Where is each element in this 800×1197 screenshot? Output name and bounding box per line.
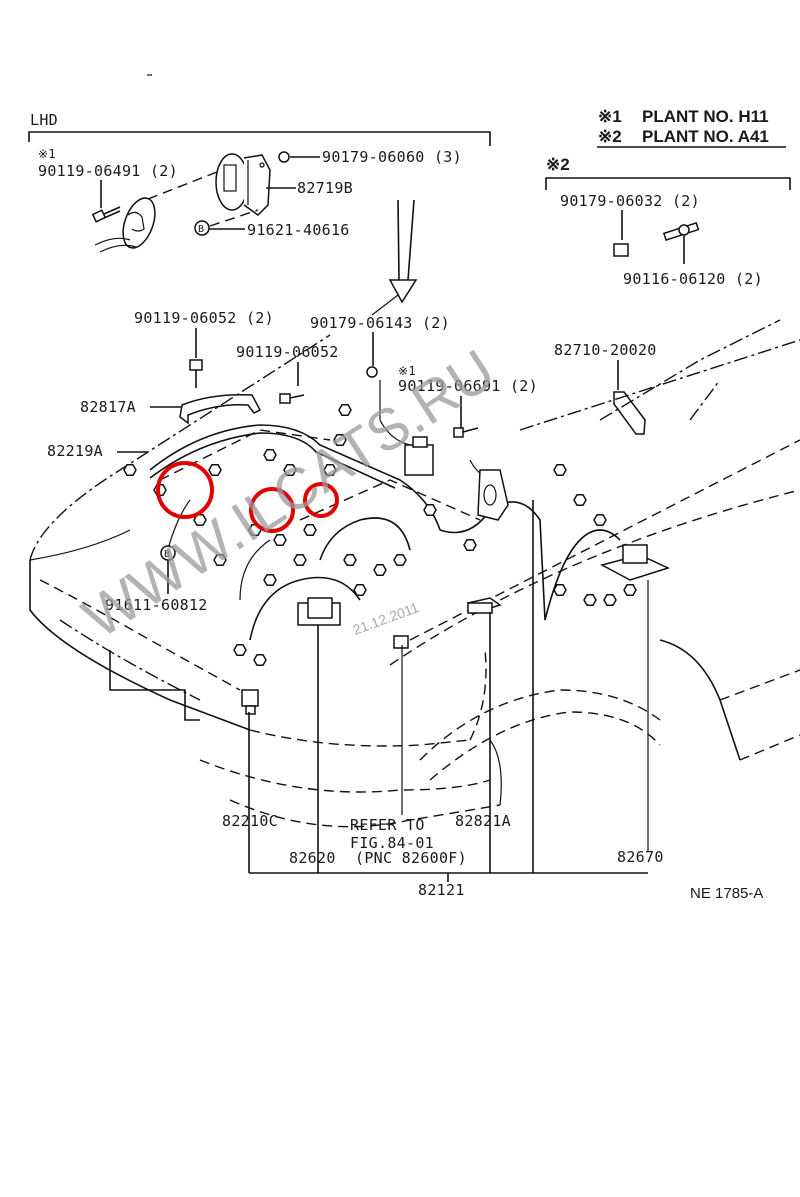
harness-protector-icon xyxy=(179,393,262,425)
bottom-leaders xyxy=(248,500,649,882)
callout-bolt-c-mark: ※1 xyxy=(398,364,416,378)
bolt-icon xyxy=(189,359,203,388)
svg-text:B: B xyxy=(198,224,204,235)
grommet-plate-icon xyxy=(94,197,156,253)
harness-connector-icon xyxy=(273,534,287,546)
down-arrow-icon xyxy=(388,199,418,304)
highlight-circle-2 xyxy=(249,487,295,533)
grommet-icon xyxy=(477,469,509,521)
refer-line-2[interactable]: FIG.84-01 xyxy=(350,834,434,852)
bolt-icon xyxy=(91,206,121,223)
stud-bolt-icon xyxy=(662,221,700,242)
harness-connector-icon xyxy=(553,464,567,476)
harness-connector-icon xyxy=(623,584,637,596)
plant2-title: ※2 xyxy=(546,155,570,174)
callout-conn-c[interactable]: 82210C xyxy=(222,812,278,830)
callout-nut-a[interactable]: 90179-06143 (2) xyxy=(310,314,450,332)
harness-connector-icon xyxy=(233,644,247,656)
nut-icon xyxy=(613,243,629,257)
harness-connector-icon xyxy=(293,554,307,566)
legend-mark-2: ※2 xyxy=(598,127,622,146)
date-stamp: 21.12.2011 xyxy=(351,599,422,638)
harness-connector-icon xyxy=(603,594,617,606)
harness-connector-icon xyxy=(393,554,407,566)
bolt-icon xyxy=(279,393,305,404)
harness-connector-icon xyxy=(123,464,137,476)
clip-icon xyxy=(393,635,409,649)
svg-text:B: B xyxy=(164,549,170,560)
callout-bolt-c[interactable]: 90119-06691 (2) xyxy=(398,377,538,395)
harness-connector-icon xyxy=(193,514,207,526)
refer-pnc: (PNC 82600F) xyxy=(355,849,467,867)
callout-p2-nut[interactable]: 90179-06032 (2) xyxy=(560,192,700,210)
callout-relay-bracket[interactable]: 82710-20020 xyxy=(554,341,657,359)
callout-bolt-b[interactable]: 90119-06052 xyxy=(236,343,339,361)
callout-lhd-bolt[interactable]: 90119-06491 (2) xyxy=(38,162,178,180)
harness-connector-icon xyxy=(338,404,352,416)
harness-connector-icon xyxy=(583,594,597,606)
callout-conn-620[interactable]: 82620 xyxy=(289,849,336,867)
callout-clip-b[interactable]: 91611-60812 xyxy=(105,596,208,614)
relay-bracket-icon xyxy=(215,153,271,216)
callout-lhd-clip[interactable]: 91621-40616 xyxy=(247,221,350,239)
relay-block-icon xyxy=(404,436,434,476)
relay-bracket-icon xyxy=(613,391,646,435)
refer-line-1: REFER TO xyxy=(350,816,425,834)
harness-connector-icon xyxy=(353,584,367,596)
callout-harness[interactable]: 82121 xyxy=(418,881,465,899)
lhd-group: LHD ※1 90119-06491 (2) 90179-06060 (3) xyxy=(28,111,491,253)
connector-82620-icon xyxy=(297,597,341,626)
bolt-icon xyxy=(453,427,479,438)
connector-82821a-icon xyxy=(466,597,502,614)
harness-connectors xyxy=(123,404,637,666)
callout-clamp[interactable]: 82219A xyxy=(47,442,103,460)
harness-connector-icon xyxy=(303,524,317,536)
callout-p2-bolt[interactable]: 90116-06120 (2) xyxy=(623,270,763,288)
callout-conn-821[interactable]: 82821A xyxy=(455,812,511,830)
plant2-group: ※2 90179-06032 (2) 90116-06120 (2) xyxy=(545,155,791,288)
harness-connector-icon xyxy=(373,564,387,576)
legend-text-1: PLANT NO. H11 xyxy=(642,107,769,126)
harness-connector-icon xyxy=(263,574,277,586)
junction-block-icon xyxy=(599,544,671,581)
legend-text-2: PLANT NO. A41 xyxy=(642,127,769,146)
harness-connector-icon xyxy=(593,514,607,526)
harness-connector-icon xyxy=(208,464,222,476)
nut-icon xyxy=(278,151,290,163)
harness-connector-icon xyxy=(263,449,277,461)
callout-protector[interactable]: 82817A xyxy=(80,398,136,416)
harness-connector-icon xyxy=(553,584,567,596)
legend-mark-1: ※1 xyxy=(598,107,622,126)
highlight-circle-1 xyxy=(156,461,214,519)
plant-legend: ※1 PLANT NO. H11 ※2 PLANT NO. A41 xyxy=(597,107,786,148)
connector-82210c-icon xyxy=(241,689,259,715)
callout-bolt-a[interactable]: 90119-06052 (2) xyxy=(134,309,274,327)
harness-connector-icon xyxy=(323,464,337,476)
harness-connector-icon xyxy=(253,654,267,666)
clip-b-symbol-icon xyxy=(194,220,210,236)
harness-connector-icon xyxy=(573,494,587,506)
sheet-code: NE 1785-A xyxy=(690,885,763,902)
harness-connector-icon xyxy=(333,434,347,446)
callout-junction[interactable]: 82670 xyxy=(617,848,664,866)
highlight-circle-3 xyxy=(303,482,339,518)
lhd-note-mark: ※1 xyxy=(38,147,56,161)
watermark: WWW.ILCATS.RU xyxy=(72,337,506,651)
lhd-bracket-line xyxy=(28,131,491,146)
callout-lhd-nut[interactable]: 90179-06060 (3) xyxy=(322,148,462,166)
harness-connector-icon xyxy=(423,504,437,516)
nut-icon xyxy=(366,366,378,378)
callout-lhd-bracket[interactable]: 82719B xyxy=(297,179,353,197)
harness-connector-icon xyxy=(283,464,297,476)
lhd-title: LHD xyxy=(30,111,58,129)
harness-connector-icon xyxy=(463,539,477,551)
harness-connector-icon xyxy=(343,554,357,566)
harness-connector-icon xyxy=(213,554,227,566)
